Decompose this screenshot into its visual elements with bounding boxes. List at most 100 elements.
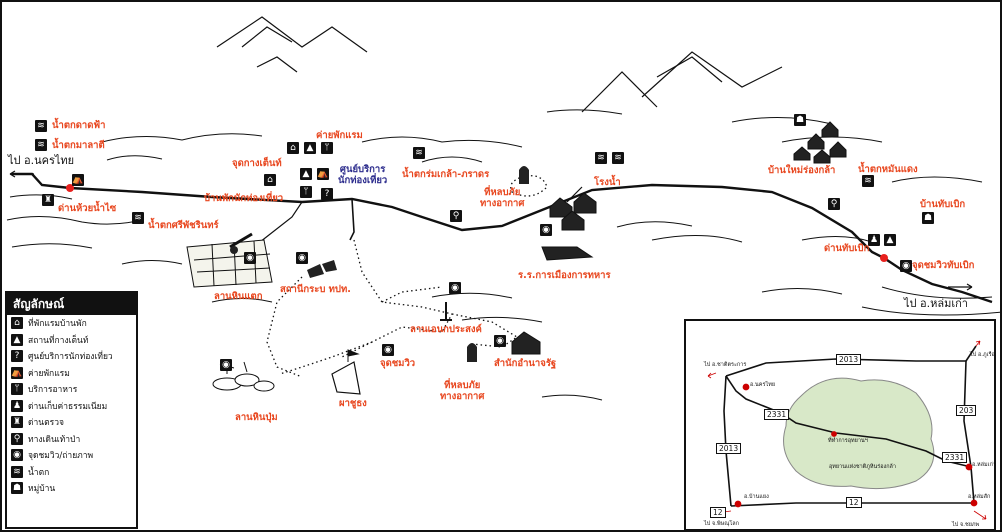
legend-label: จุดชมวิว/ถ่ายภาพ <box>28 451 94 462</box>
legend-row: ▲ สถานที่กางเต็นท์ <box>7 332 136 349</box>
mountain-right <box>641 51 783 98</box>
mountain-top-left <box>216 16 368 53</box>
food-icon: ᛘ <box>321 142 333 154</box>
waterfall-icon: ≋ <box>413 147 425 159</box>
village-icon: ☗ <box>11 482 23 495</box>
tent-icon: ▲ <box>884 234 896 246</box>
mountain-ridge-3 <box>656 56 723 83</box>
legend-row: ◉ จุดชมวิว/ถ่ายภาพ <box>7 447 136 464</box>
shelter2-line-2: ทางอากาศ <box>440 391 485 402</box>
label-nam-tok-dat-fa: น้ำตกดาดฟ้า <box>52 120 106 131</box>
inset-map: 2013 2013 2331 2331 203 12 12 ไป อ.ชาติต… <box>684 319 996 530</box>
legend-row: ♜ด่านตรวจ <box>7 414 136 431</box>
label-office: สำนักอำนาจรัฐ <box>494 358 557 369</box>
label-ban-mai-rong-kla: บ้านใหม่ร่องกล้า <box>768 165 836 176</box>
legend-row: ?ศูนย์บริการนักท่องเที่ยว <box>7 348 136 365</box>
tent-icon: ▲ <box>11 333 23 346</box>
lodging-icon: ⌂ <box>11 317 23 330</box>
camp-icon: ⛺ <box>11 366 23 379</box>
lodging-icon: ⌂ <box>287 142 299 154</box>
shelter-line-2: ทางอากาศ <box>480 198 525 209</box>
inset-shield-203: 203 <box>956 405 977 416</box>
inset-label-to-phetchabun: ไป จ.ชยภพ <box>952 522 980 528</box>
legend: สัญลักษณ์ ⌂ ที่พักแรมบ้านพัก ▲ สถานที่กางเต… <box>5 291 138 529</box>
hiking-icon: ⚲ <box>450 210 462 222</box>
arrow-east <box>948 283 973 291</box>
visitor-center-line-2: นักท่องเที่ยว <box>338 175 388 186</box>
legend-label: ด่านเก็บค่าธรรมเนียม <box>28 401 108 412</box>
toll-icon: ♟ <box>11 399 23 412</box>
label-lan-hin-pum: ลานหินปุ่ม <box>235 412 278 423</box>
camera-icon: ◉ <box>540 224 552 236</box>
inset-label-hq: ที่ทำการอุทยานฯ <box>828 438 868 444</box>
village-icon: ☗ <box>794 114 806 126</box>
label-ban-thap-boek: บ้านทับเบิก <box>920 199 966 210</box>
label-shelter: ที่หลบภัยทางอากาศ <box>480 187 524 209</box>
shelter2-line-1: ที่หลบภัย <box>444 380 481 391</box>
inset-label-to-phitsanulok: ไป จ.พิษณุโลก <box>704 521 739 527</box>
legend-label: ด่านตรวจ <box>28 418 64 429</box>
tent-icon: ▲ <box>304 142 316 154</box>
label-radio-station: สถานีกระบ ทปท. <box>280 284 351 295</box>
legend-label: ที่พักแรมบ้านพัก <box>28 319 87 330</box>
inset-road-2331 <box>725 375 972 468</box>
camera-icon: ◉ <box>900 260 912 272</box>
label-dan-thap-boek: ด่านทับเบิก <box>824 243 870 254</box>
waterfall-icon: ≋ <box>612 152 624 164</box>
checkpoint-icon: ♜ <box>42 194 54 206</box>
inset-label-to-phu-ruea: ไป อ.ภูเรือ <box>970 352 995 358</box>
inset-road-2013-left <box>723 375 732 507</box>
arrow-west <box>9 170 34 178</box>
label-shelter-2: ที่หลบภัยทางอากาศ <box>440 380 484 402</box>
lodging-icon: ⌂ <box>264 174 276 186</box>
waterfall-icon: ≋ <box>11 465 23 478</box>
label-rong-nam: โรงน้ำ <box>594 177 621 188</box>
label-viewpoint: จุดชมวิว <box>380 358 416 369</box>
camera-icon: ◉ <box>449 282 461 294</box>
camera-icon: ◉ <box>11 449 23 462</box>
camera-icon: ◉ <box>296 252 308 264</box>
label-tourist-house: บ้านพักนักท่องเที่ยว <box>204 193 284 204</box>
legend-rows: ⌂ ที่พักแรมบ้านพัก ▲ สถานที่กางเต็นท์ ?ศูนย์… <box>7 315 136 497</box>
camp-icon: ⛺ <box>72 174 84 186</box>
label-nam-tok-man-daeng: น้ำตกหมันแดง <box>858 164 918 175</box>
camera-icon: ◉ <box>382 344 394 356</box>
mountain-ridge-2 <box>256 56 298 73</box>
shelter-line-1: ที่หลบภัย <box>484 187 521 198</box>
legend-row: ⌂ ที่พักแรมบ้านพัก <box>7 315 136 332</box>
label-visitor-center: ศูนย์บริการนักท่องเที่ยว <box>338 164 387 186</box>
toll-icon: ♟ <box>868 234 880 246</box>
food-icon: ᛘ <box>300 186 312 198</box>
info-icon: ? <box>11 350 23 363</box>
camera-icon: ◉ <box>494 335 506 347</box>
inset-label-to-wang-thong: ไป อ.ชาติตระการ <box>704 362 747 368</box>
legend-label: บริการอาหาร <box>28 385 78 396</box>
village-icon: ☗ <box>922 212 934 224</box>
inset-shield-2013-left: 2013 <box>716 443 742 454</box>
label-to-nakhon-thai: ไป อ.นครไทย <box>8 154 75 167</box>
mountain-ridge-1 <box>241 26 293 48</box>
label-military-school: ร.ร.การเมืองการทหาร <box>518 270 611 281</box>
label-pha-chu-thong: ผาชูธง <box>339 398 367 409</box>
inset-shield-2331-left: 2331 <box>764 409 790 420</box>
legend-label: สถานที่กางเต็นท์ <box>28 335 89 346</box>
label-to-lom-kao: ไป อ.หล่มเก่า <box>904 297 968 310</box>
inset-label-nakhon-thai: อ.นครไทย <box>750 382 776 388</box>
inset-shield-2013-top: 2013 <box>836 354 862 365</box>
legend-title: สัญลักษณ์ <box>7 293 136 315</box>
camp-icon: ⛺ <box>317 168 329 180</box>
inset-label-lom-kao: อ.หล่มเก่า <box>972 462 996 468</box>
inset-road-203 <box>963 360 975 504</box>
inset-label-park-name: อุทยานแห่งชาติภูหินร่องกล้า <box>829 464 896 470</box>
inset-road-12 <box>730 502 971 507</box>
legend-row: ≋น้ำตก <box>7 464 136 481</box>
info-icon: ? <box>321 188 333 200</box>
label-lan-anek: ลานเอนกประสงค์ <box>410 324 482 335</box>
waterfall-icon: ≋ <box>35 120 47 132</box>
inset-linework <box>707 340 987 520</box>
waterfall-icon: ≋ <box>595 152 607 164</box>
label-camp-site: จุดกางเต็นท์ <box>232 158 282 169</box>
label-dan-huai-nam-sai: ด่านห้วยน้ำไซ <box>58 203 117 214</box>
legend-label: หมู่บ้าน <box>28 484 56 495</box>
